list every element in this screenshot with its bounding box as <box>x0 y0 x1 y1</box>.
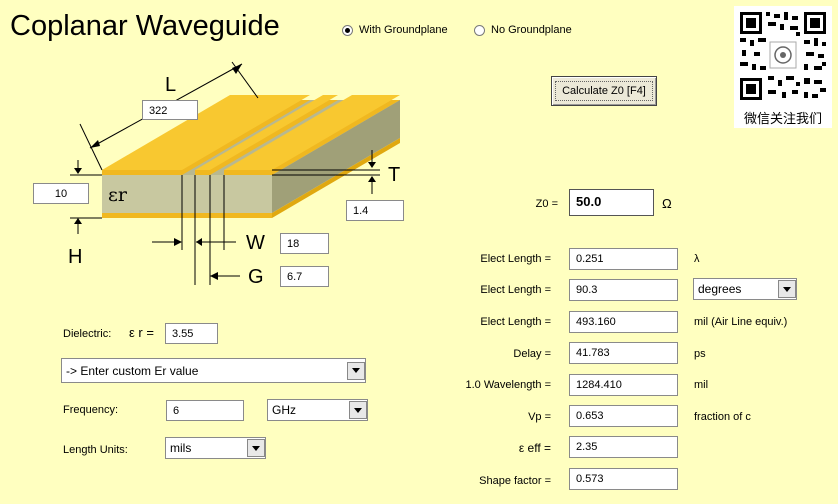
vp-label: Vp = <box>528 411 551 423</box>
qr-code-panel: 微信关注我们 <box>734 6 832 128</box>
delay-label: Delay = <box>513 348 551 360</box>
calculate-z0-button-label: Calculate Z0 [F4] <box>555 81 653 101</box>
length-units-label: Length Units: <box>63 444 128 456</box>
diagram-label-w: W <box>246 232 265 254</box>
frequency-input[interactable]: 6 <box>166 400 244 421</box>
length-units-value: mils <box>170 441 192 455</box>
frequency-unit-select[interactable]: GHz <box>267 399 368 421</box>
length-input[interactable]: 322 <box>142 100 198 120</box>
z0-label: Z0 = <box>535 198 558 210</box>
delay-unit: ps <box>694 348 706 360</box>
chevron-down-icon[interactable] <box>347 361 365 380</box>
diagram-label-er: εr <box>108 184 127 206</box>
elect-length-mil-unit: mil (Air Line equiv.) <box>694 316 788 328</box>
eeff-label: ε eff = <box>518 441 551 455</box>
chevron-down-icon[interactable] <box>247 439 265 457</box>
wavelength-label: 1.0 Wavelength = <box>465 379 551 391</box>
elect-length-mil-output: 493.160 <box>569 311 678 333</box>
frequency-unit-value: GHz <box>272 403 296 417</box>
delay-output: 41.783 <box>569 342 678 364</box>
material-select-value: -> Enter custom Er value <box>66 363 199 378</box>
radio-no-groundplane-label: No Groundplane <box>491 24 572 36</box>
dielectric-label: Dielectric: <box>63 328 112 340</box>
width-input[interactable]: 18 <box>280 233 329 254</box>
diagram-label-h: H <box>68 246 83 268</box>
er-label: ε r = <box>129 325 154 340</box>
radio-unselected-icon[interactable] <box>474 24 485 36</box>
calculate-z0-button[interactable]: Calculate Z0 [F4] <box>551 76 657 106</box>
substrate-side-face <box>272 100 400 213</box>
radio-selected-icon[interactable] <box>342 24 353 36</box>
elect-length-degrees-output: 90.3 <box>569 279 678 301</box>
er-input[interactable]: 3.55 <box>165 323 218 344</box>
shape-factor-label: Shape factor = <box>479 475 551 487</box>
length-units-select[interactable]: mils <box>165 437 266 459</box>
elect-length-lambda-label: Elect Length = <box>480 253 551 265</box>
qr-caption: 微信关注我们 <box>743 111 822 126</box>
material-select[interactable]: -> Enter custom Er value <box>61 358 366 383</box>
cpw-cross-section-diagram <box>70 61 400 285</box>
wavelength-unit: mil <box>694 379 709 391</box>
angle-unit-value: degrees <box>698 282 742 296</box>
vp-unit: fraction of c <box>694 411 751 423</box>
substrate-front-face <box>102 175 272 213</box>
gap-input[interactable]: 6.7 <box>280 266 329 287</box>
radio-with-groundplane[interactable]: With Groundplane <box>342 24 448 36</box>
chevron-down-icon[interactable] <box>349 401 367 419</box>
frequency-label: Frequency: <box>63 404 119 416</box>
radio-with-groundplane-label: With Groundplane <box>359 24 448 36</box>
bottom-groundplane <box>102 213 272 218</box>
shape-factor-output: 0.573 <box>569 468 678 490</box>
chevron-down-icon[interactable] <box>778 280 796 298</box>
qr-code-icon <box>738 10 828 102</box>
z0-unit: Ω <box>662 196 672 211</box>
elect-length-lambda-unit: λ <box>694 253 700 265</box>
angle-unit-select[interactable]: degrees <box>693 278 797 300</box>
vp-output: 0.653 <box>569 405 678 427</box>
elect-length-degrees-label: Elect Length = <box>480 284 551 296</box>
height-input[interactable]: 10 <box>33 183 89 204</box>
wavelength-output: 1284.410 <box>569 374 678 396</box>
diagram-label-t: T <box>388 164 401 186</box>
z0-output: 50.0 <box>569 189 654 216</box>
radio-no-groundplane[interactable]: No Groundplane <box>474 24 572 36</box>
elect-length-lambda-output: 0.251 <box>569 248 678 270</box>
elect-length-mil-label: Elect Length = <box>480 316 551 328</box>
diagram-label-l: L <box>165 74 177 96</box>
diagram-label-g: G <box>248 266 264 288</box>
page-title: Coplanar Waveguide <box>10 10 280 42</box>
thickness-input[interactable]: 1.4 <box>346 200 404 221</box>
eeff-output: 2.35 <box>569 436 678 458</box>
